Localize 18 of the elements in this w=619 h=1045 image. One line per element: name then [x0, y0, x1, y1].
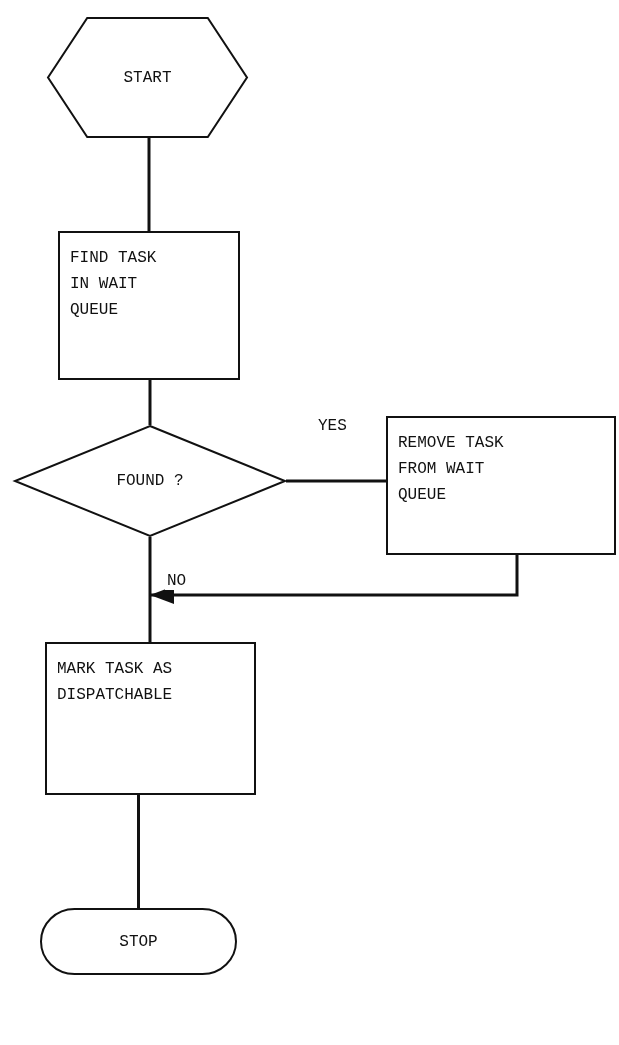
connector-line: [137, 795, 140, 908]
node-label: FIND TASK IN WAIT QUEUE: [70, 248, 158, 321]
decision-diamond: [14, 425, 286, 537]
connector-line: [286, 479, 386, 483]
start-hexagon: [47, 17, 248, 138]
node-label: START: [123, 67, 172, 89]
process-box: [386, 416, 616, 555]
process-box: [58, 231, 240, 380]
edge-label: NO: [165, 572, 189, 590]
node-label: STOP: [119, 931, 158, 953]
connector-line: [148, 537, 152, 642]
process-box: [45, 642, 256, 795]
node-label: MARK TASK AS DISPATCHABLE: [57, 659, 174, 706]
node-label: REMOVE TASK FROM WAIT QUEUE: [398, 433, 505, 506]
arrow: [150, 555, 519, 604]
node-label: FOUND ?: [116, 471, 184, 492]
connector-line: [147, 138, 151, 231]
connector-line: [148, 380, 152, 425]
